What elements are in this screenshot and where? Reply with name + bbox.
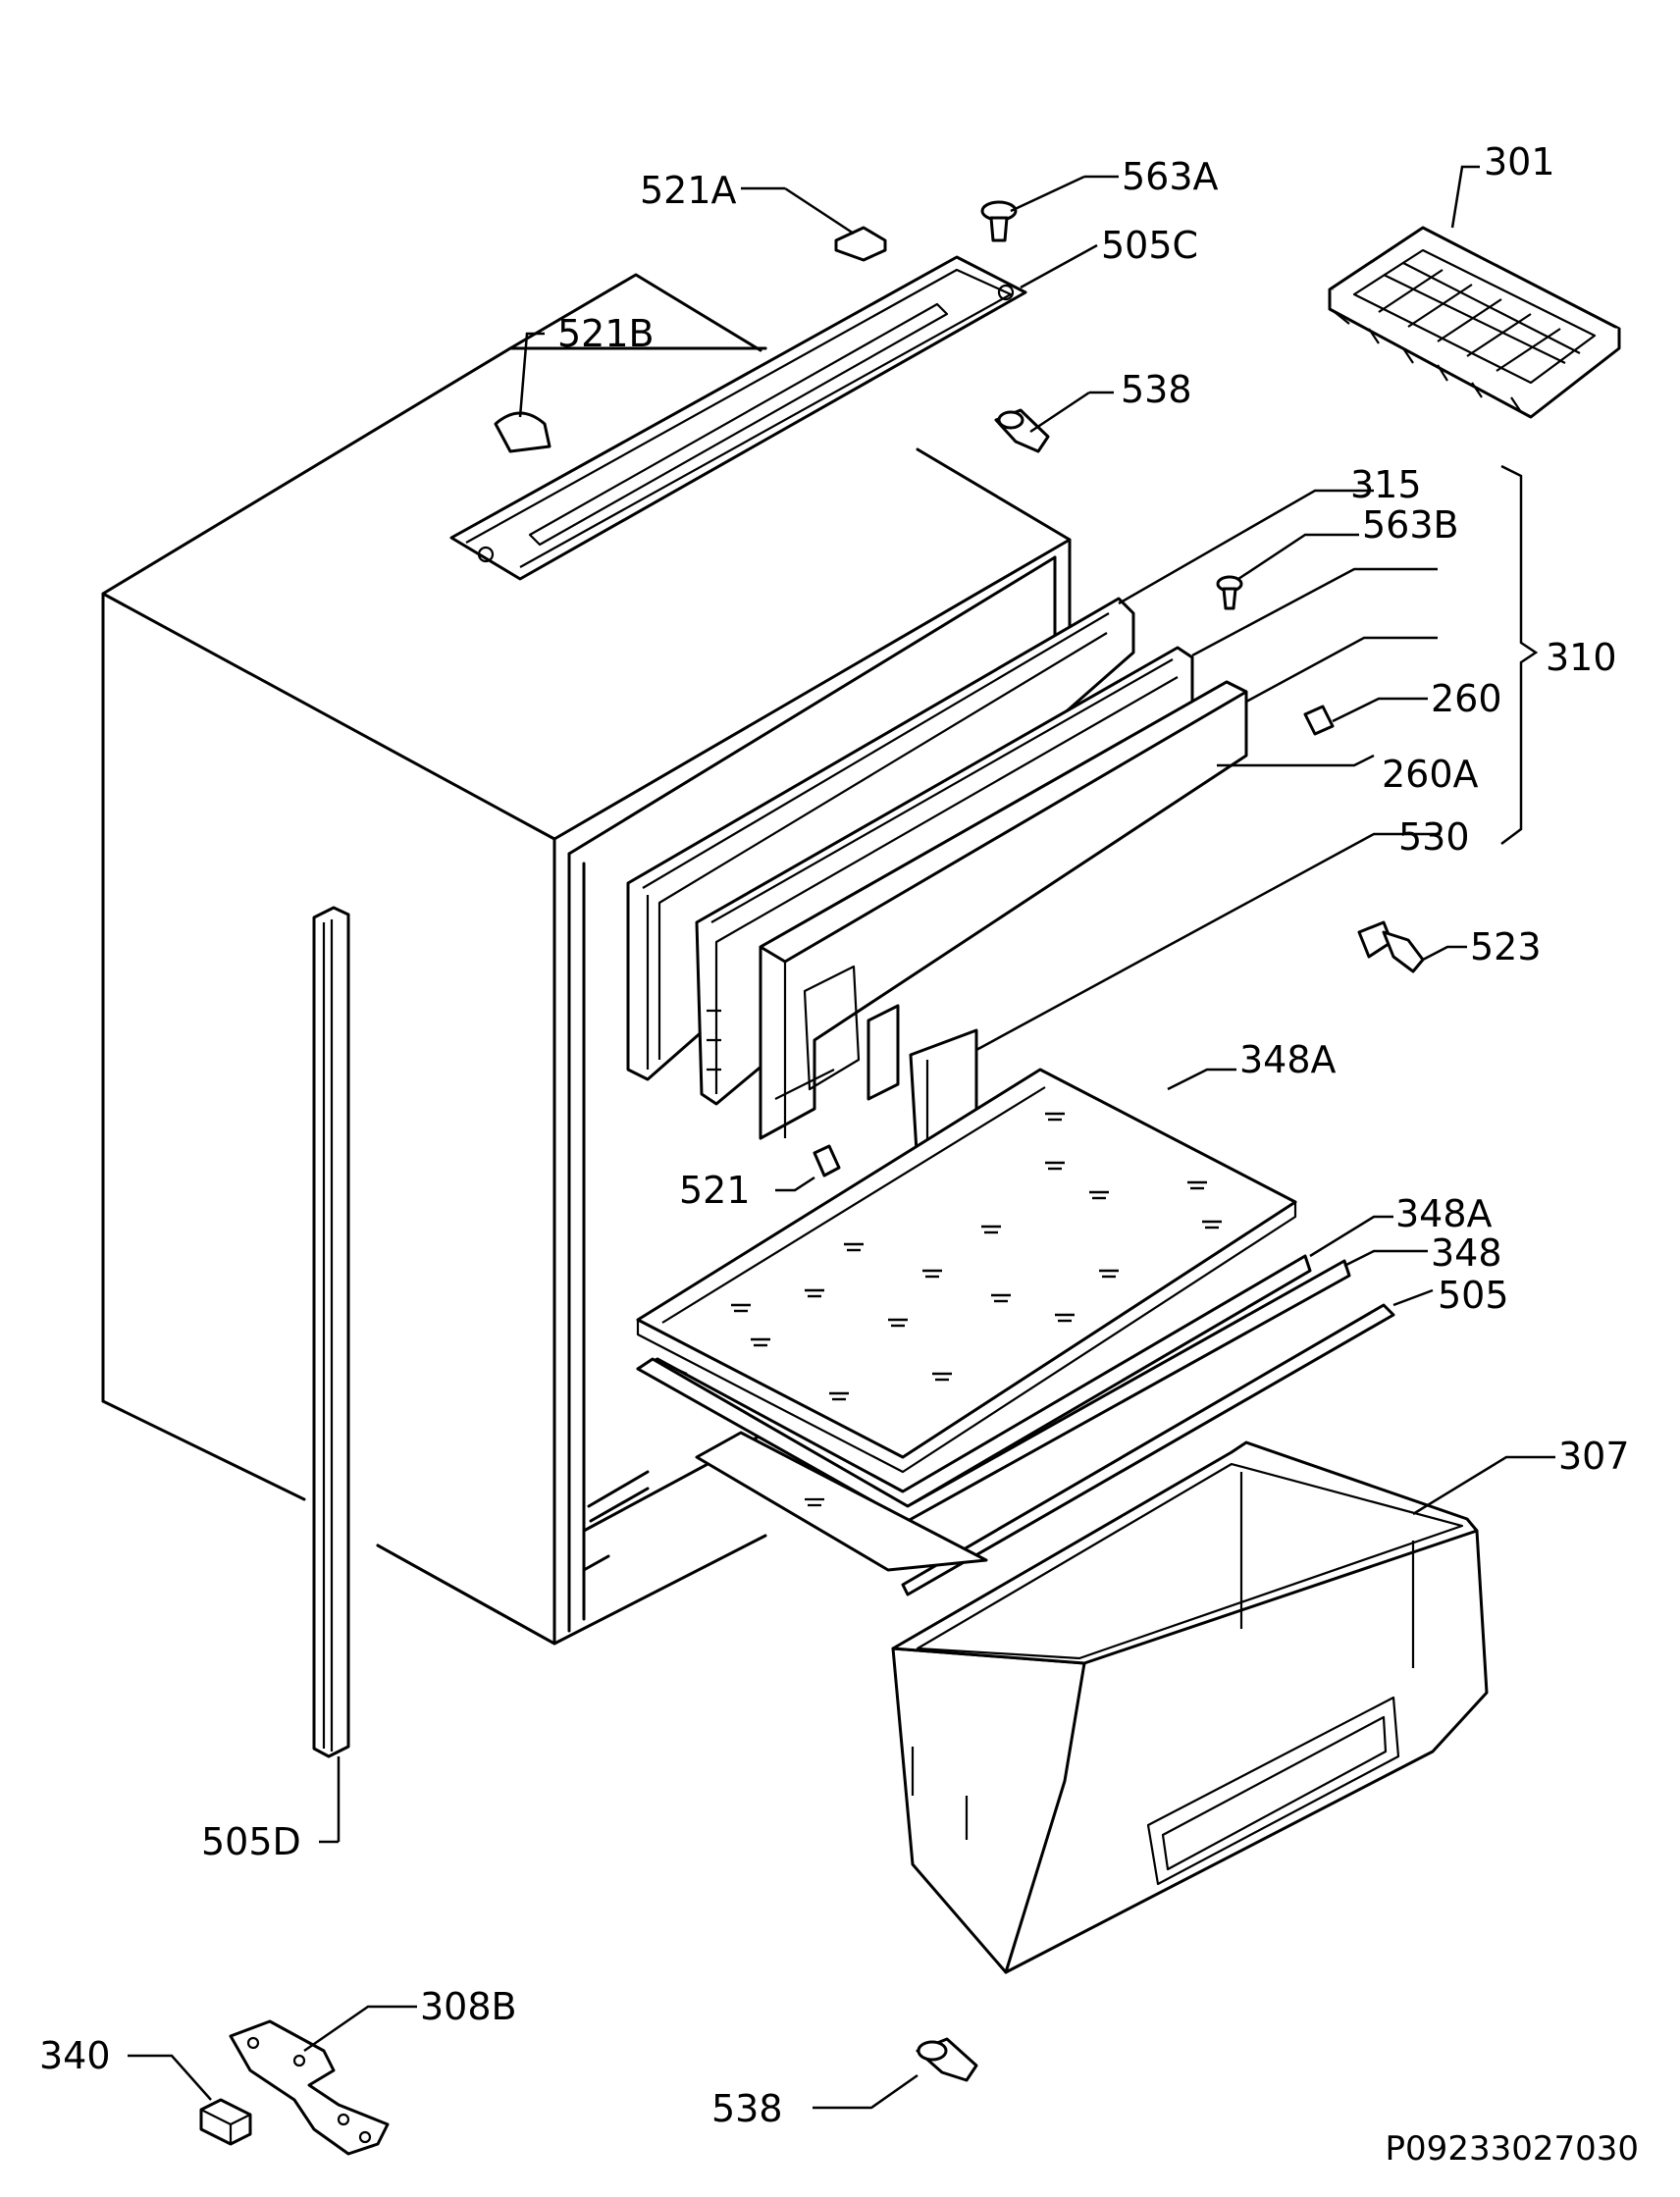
label-310: 310 bbox=[1546, 636, 1617, 679]
label-307: 307 bbox=[1558, 1435, 1630, 1478]
part-563b-screw bbox=[1216, 533, 1359, 610]
part-521-clip bbox=[775, 1144, 841, 1192]
part-348a-glass-shelf-upper bbox=[636, 1068, 1297, 1474]
part-308b-hinge bbox=[229, 2005, 417, 2156]
label-340: 340 bbox=[39, 2034, 111, 2077]
part-348-crisper-cover bbox=[695, 1431, 988, 1572]
part-521a-clip bbox=[741, 186, 887, 262]
label-563a: 563A bbox=[1122, 155, 1219, 198]
label-348a-1: 348A bbox=[1239, 1038, 1337, 1081]
callout-labels: 521A 563A 505C 521B 538 301 315 563B 310… bbox=[39, 140, 1630, 2130]
label-523: 523 bbox=[1470, 925, 1542, 968]
part-260-clip bbox=[1303, 697, 1428, 736]
label-521b: 521B bbox=[557, 312, 655, 355]
label-521a: 521A bbox=[640, 169, 737, 212]
label-530: 530 bbox=[1398, 815, 1470, 859]
part-307-crisper-drawer bbox=[891, 1440, 1555, 1974]
label-521: 521 bbox=[679, 1169, 751, 1212]
label-260: 260 bbox=[1431, 677, 1502, 720]
label-563b: 563B bbox=[1362, 503, 1459, 547]
part-521b-clip bbox=[494, 332, 551, 453]
label-315: 315 bbox=[1350, 463, 1422, 506]
label-505: 505 bbox=[1438, 1274, 1509, 1317]
label-538-bottom: 538 bbox=[711, 2087, 783, 2130]
part-505c-top-rail bbox=[449, 243, 1098, 581]
part-260a-door-panel bbox=[759, 636, 1438, 1140]
part-538-bottom-bracket bbox=[813, 2037, 978, 2110]
drawing-code: P09233027030 bbox=[1385, 2129, 1639, 2169]
part-523-lamp-holder bbox=[1357, 920, 1467, 973]
label-348a-2: 348A bbox=[1395, 1192, 1493, 1235]
part-563a-screw bbox=[980, 175, 1119, 242]
label-348: 348 bbox=[1431, 1231, 1502, 1275]
label-505d: 505D bbox=[201, 1820, 301, 1863]
label-308b: 308B bbox=[420, 1985, 517, 2028]
group-310-bracket bbox=[1500, 464, 1539, 845]
part-340-cap bbox=[128, 2054, 252, 2146]
part-505d-strip bbox=[312, 906, 350, 1844]
label-538-top: 538 bbox=[1121, 368, 1192, 411]
label-301: 301 bbox=[1484, 140, 1555, 183]
part-301-ice-tray bbox=[1328, 165, 1621, 419]
part-505-rail bbox=[901, 1288, 1434, 1596]
label-505c: 505C bbox=[1101, 224, 1198, 267]
label-260a: 260A bbox=[1382, 753, 1479, 796]
part-538-top-bracket bbox=[994, 391, 1114, 453]
refrigerator-cabinet bbox=[101, 273, 1072, 1646]
